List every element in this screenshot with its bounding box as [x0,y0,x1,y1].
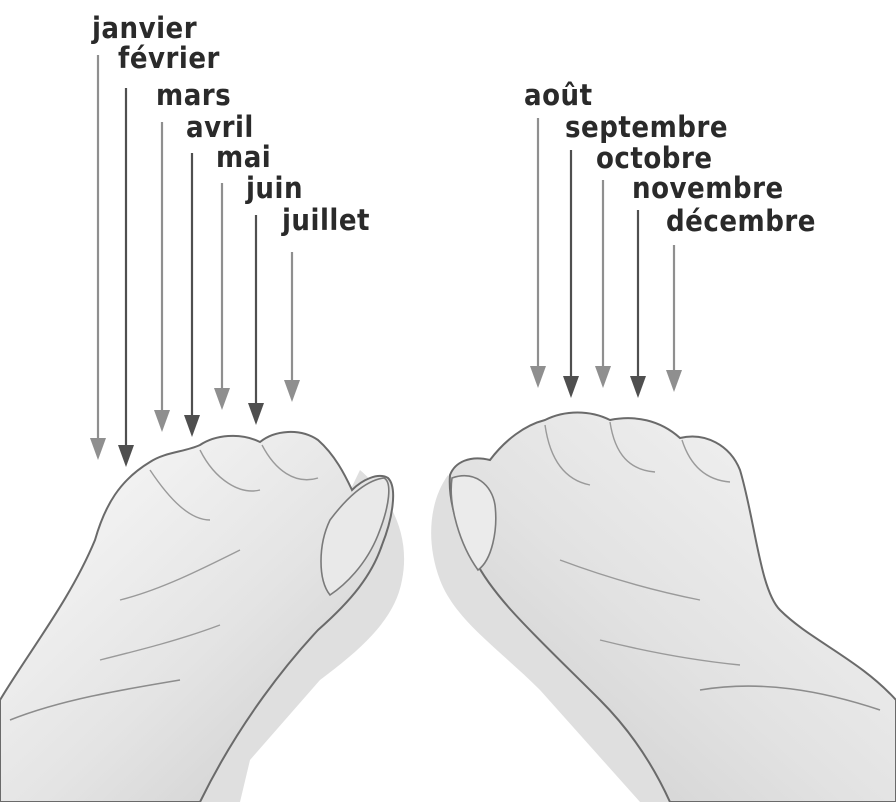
arrow-head [184,415,200,437]
month-label-octobre: octobre [596,141,713,175]
month-label-juin: juin [245,171,303,205]
month-label-novembre: novembre [632,171,784,205]
arrow-head [530,366,546,388]
month-label-avril: avril [186,110,254,144]
arrow-mai [214,183,230,410]
arrow-head [284,380,300,402]
arrow-head [630,376,646,398]
arrow-novembre [630,210,646,398]
month-label-juillet: juillet [281,203,370,237]
arrow-fevrier [118,88,134,467]
month-label-fevrier: février [118,41,220,75]
month-label-janvier: janvier [91,11,197,45]
arrow-octobre [595,180,611,388]
month-label-aout: août [524,78,593,112]
arrow-aout [530,118,546,388]
arrow-juin [248,215,264,425]
left-fist [0,432,404,802]
month-label-septembre: septembre [565,110,728,144]
month-label-mars: mars [156,78,231,112]
arrow-septembre [563,150,579,398]
month-label-decembre: décembre [666,204,816,238]
arrow-head [248,403,264,425]
right-hand-shape [450,413,896,802]
arrow-head [154,410,170,432]
right-fist [431,413,896,802]
arrow-juillet [284,252,300,402]
arrow-mars [154,122,170,432]
arrow-head [118,445,134,467]
month-label-mai: mai [216,140,271,174]
arrow-head [563,376,579,398]
arrow-head [90,438,106,460]
arrow-decembre [666,245,682,392]
arrow-avril [184,153,200,437]
arrow-head [595,366,611,388]
arrow-janvier [90,55,106,460]
arrow-head [666,370,682,392]
arrow-head [214,388,230,410]
